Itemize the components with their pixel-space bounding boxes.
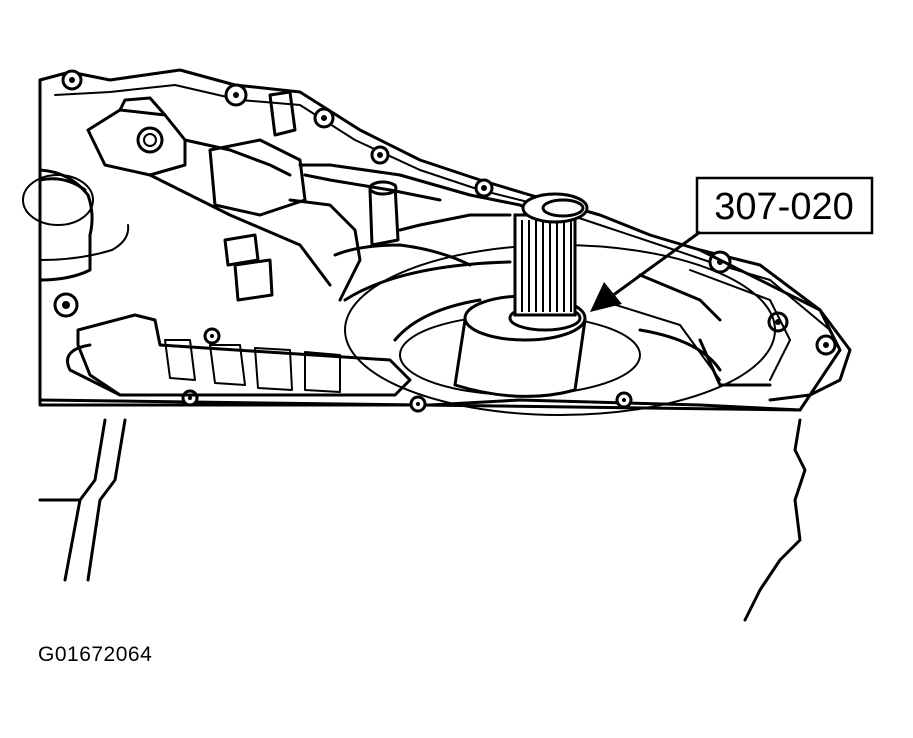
flange-bolt-holes — [53, 69, 837, 413]
case-bosses — [86, 90, 532, 302]
callout-label: 307-020 — [714, 186, 853, 228]
callout-arrowhead — [590, 282, 622, 312]
case-ribs — [66, 313, 412, 397]
callout: 307-020 — [590, 176, 874, 312]
callout-box — [695, 176, 874, 235]
callout-arrow-line — [611, 230, 701, 298]
tool-307-020 — [453, 192, 589, 398]
figure-code: G01672064 — [38, 643, 153, 666]
left-bearing-bore — [22, 168, 130, 282]
